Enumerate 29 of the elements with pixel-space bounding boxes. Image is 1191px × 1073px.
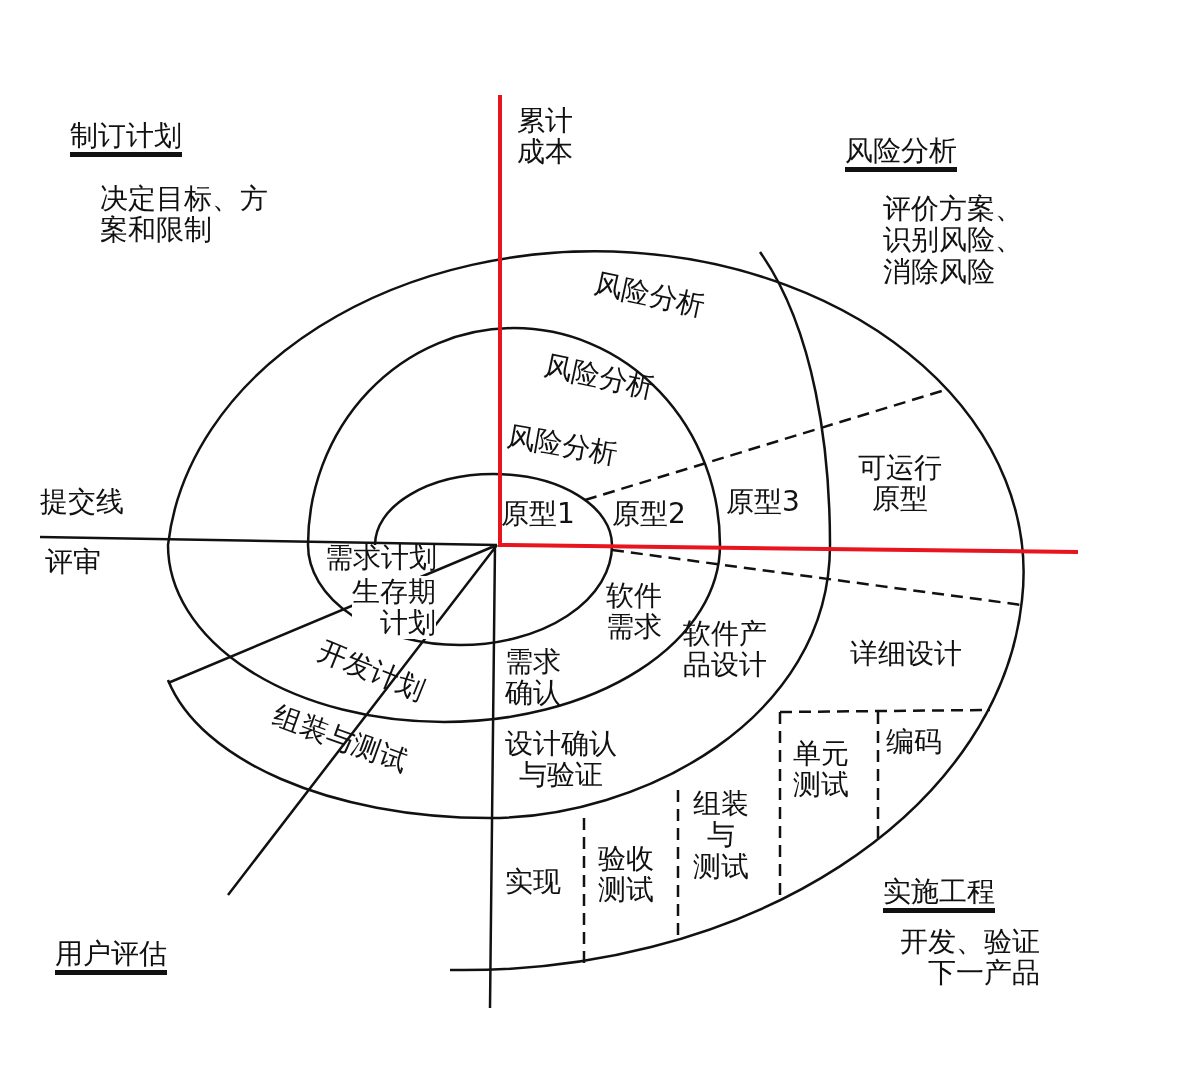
section-heading: 用户评估	[55, 938, 167, 976]
region-label: 需求计划	[325, 542, 437, 574]
region-label: 原型1	[501, 498, 575, 530]
region-label: 风险分析	[591, 268, 708, 322]
region-label: 风险分析	[504, 420, 621, 471]
section-heading: 实施工程	[883, 876, 995, 914]
region-label: 验收测试	[598, 843, 654, 906]
region-label: 详细设计	[850, 638, 962, 670]
description-text: 开发、验证下一产品	[900, 926, 1040, 989]
region-label: 可运行原型	[858, 452, 942, 515]
region-label: 原型2	[612, 498, 686, 530]
region-label: 实现	[505, 866, 561, 898]
region-label: 原型3	[726, 486, 800, 518]
region-label: 生存期计划	[352, 576, 436, 639]
description-text: 决定目标、方案和限制	[100, 183, 268, 246]
axis-label: 累计成本	[517, 105, 573, 168]
region-label: 组装与测试	[693, 788, 749, 883]
region-label: 软件产品设计	[683, 618, 767, 681]
region-label: 单元测试	[793, 738, 849, 801]
line-label: 提交线	[40, 486, 124, 518]
region-label: 设计确认与验证	[505, 728, 617, 791]
region-label: 编码	[886, 726, 942, 758]
description-text: 评价方案、识别风险、消除风险	[883, 193, 1023, 288]
region-label: 风险分析	[541, 350, 658, 404]
region-label: 需求确认	[505, 646, 561, 709]
region-label: 软件需求	[606, 580, 662, 643]
section-heading: 制订计划	[70, 120, 182, 158]
section-heading: 风险分析	[845, 135, 957, 173]
line-label: 评审	[45, 546, 101, 578]
